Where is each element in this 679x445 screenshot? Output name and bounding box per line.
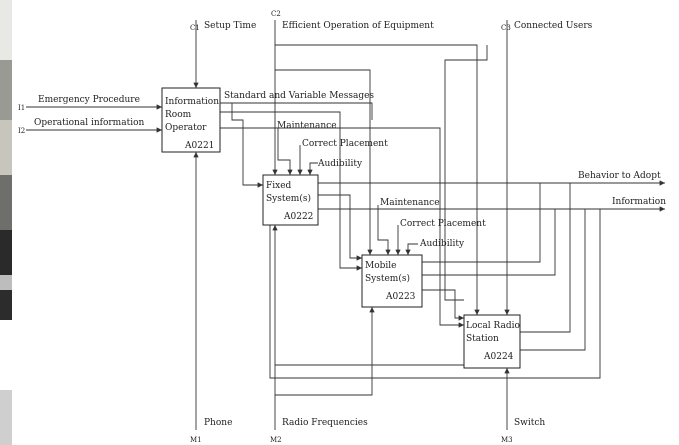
messages-to-a0222 bbox=[231, 103, 263, 188]
activity-box-a0221: Information Room Operator A0221 bbox=[161, 87, 221, 153]
input-i2-code: I2 bbox=[18, 127, 25, 135]
feedback-loop bbox=[263, 204, 601, 379]
box-a0224-title-line1: Local Radio bbox=[466, 321, 520, 331]
radio-to-a0223 bbox=[275, 307, 375, 396]
a0222-to-a0223 bbox=[318, 194, 362, 261]
photo-band bbox=[0, 275, 12, 290]
box-a0221-title-line3: Operator bbox=[165, 123, 207, 133]
photo-band bbox=[0, 60, 12, 120]
correct-placement-1-label: Correct Placement bbox=[302, 139, 388, 149]
efficient-operation-to-a0223 bbox=[275, 44, 480, 315]
efficient-operation-to-a0222 bbox=[275, 69, 373, 255]
audibility-2-label: Audibility bbox=[419, 239, 465, 249]
photo-band bbox=[0, 120, 12, 175]
maintenance-2-line bbox=[377, 205, 391, 255]
switch-label: Switch bbox=[514, 418, 545, 428]
control-c1-code: C1 bbox=[190, 24, 200, 32]
audibility-1-line bbox=[307, 162, 318, 175]
mechanism-m1-code: M1 bbox=[190, 436, 202, 444]
audibility-2-line bbox=[405, 243, 418, 255]
phone-label: Phone bbox=[204, 418, 232, 428]
photo-band bbox=[0, 290, 12, 320]
control-c2-code: C2 bbox=[271, 10, 281, 18]
operational-information-label: Operational information bbox=[34, 118, 144, 128]
connected-users-to-a0223 bbox=[444, 45, 488, 301]
photo-band bbox=[0, 230, 12, 275]
standard-messages-label: Standard and Variable Messages bbox=[224, 91, 374, 101]
box-a0221-ref: A0221 bbox=[184, 141, 214, 151]
photo-band bbox=[0, 175, 12, 230]
behavior-output-label: Behavior to Adopt bbox=[578, 171, 661, 181]
box-a0223-ref: A0223 bbox=[385, 292, 416, 302]
maintenance-1-line bbox=[277, 128, 293, 175]
correct-placement-2-label: Correct Placement bbox=[400, 219, 486, 229]
photo-band bbox=[0, 390, 12, 445]
box-a0223-title-line1: Mobile bbox=[365, 261, 396, 271]
maintenance-1-label: Maintenance bbox=[277, 121, 337, 131]
control-c3-code: C3 bbox=[501, 24, 511, 32]
a0224-to-information bbox=[520, 209, 586, 351]
a0223-to-behavior bbox=[422, 183, 541, 263]
box-a0224-ref: A0224 bbox=[483, 352, 514, 362]
input-i1-code: I1 bbox=[18, 104, 25, 112]
information-output-label: Information bbox=[612, 197, 666, 207]
mechanism-m3-code: M3 bbox=[501, 436, 513, 444]
standard-messages-line bbox=[220, 102, 373, 120]
a0223-to-information bbox=[422, 209, 556, 276]
a0223-to-a0224 bbox=[422, 289, 464, 321]
box-a0222-ref: A0222 bbox=[283, 212, 313, 222]
box-a0221-title-line1: Information bbox=[165, 97, 219, 107]
box-a0223-title-line2: System(s) bbox=[365, 273, 410, 284]
connected-users-label: Connected Users bbox=[514, 21, 593, 31]
box-a0221-title-line2: Room bbox=[165, 110, 192, 120]
photo-band bbox=[0, 320, 12, 390]
maintenance-2-label: Maintenance bbox=[380, 198, 440, 208]
radio-to-a0224 bbox=[275, 362, 483, 368]
left-photo-strip bbox=[0, 0, 12, 445]
mechanism-m2-code: M2 bbox=[270, 436, 282, 444]
box-a0222-title-line2: System(s) bbox=[266, 193, 311, 204]
radio-frequencies-label: Radio Frequencies bbox=[282, 418, 368, 428]
a0224-to-behavior bbox=[520, 183, 571, 333]
photo-band bbox=[0, 0, 12, 60]
setup-time-label: Setup Time bbox=[204, 21, 256, 31]
emergency-procedure-label: Emergency Procedure bbox=[38, 95, 140, 105]
activity-box-a0222: Fixed System(s) A0222 bbox=[262, 174, 319, 226]
box-a0224-title-line2: Station bbox=[466, 334, 499, 344]
efficient-operation-label: Efficient Operation of Equipment bbox=[282, 21, 434, 31]
messages-to-a0224 bbox=[220, 127, 464, 328]
messages-to-a0223 bbox=[220, 111, 362, 271]
audibility-1-label: Audibility bbox=[317, 159, 363, 169]
activity-box-a0223: Mobile System(s) A0223 bbox=[361, 254, 423, 308]
box-a0222-title-line1: Fixed bbox=[266, 181, 292, 191]
activity-box-a0224: Local Radio Station A0224 bbox=[463, 314, 521, 369]
